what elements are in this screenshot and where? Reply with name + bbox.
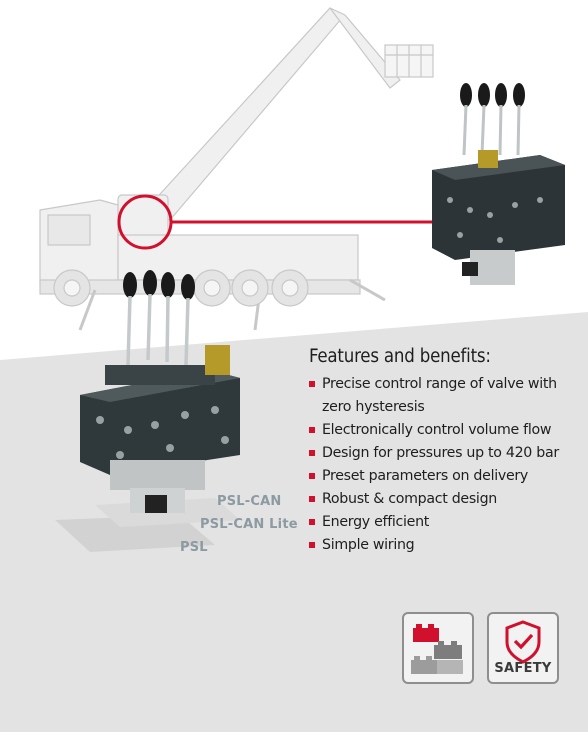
- crane-truck-image: [39, 7, 434, 331]
- features-title: Features and benefits:: [309, 346, 491, 367]
- feature-item: Precise control range of valve with zero…: [309, 373, 584, 419]
- building-blocks-icon: [411, 624, 463, 674]
- modular-badge: [402, 612, 474, 684]
- variant-label-psl: PSL: [180, 540, 208, 555]
- valve-block-small-image: [432, 83, 565, 285]
- variant-label-psl-can-lite: PSL-CAN Lite: [200, 517, 298, 532]
- safety-label: SAFETY: [494, 661, 552, 676]
- feature-item: Energy efficient: [309, 511, 584, 534]
- safety-badge: SAFETY: [487, 612, 559, 684]
- features-list: Precise control range of valve with zero…: [309, 373, 584, 557]
- feature-item: Electronically control volume flow: [309, 419, 584, 442]
- variant-label-psl-can: PSL-CAN: [217, 494, 282, 509]
- valve-block-large-image: [55, 270, 240, 552]
- features-section: Features and benefits: Precise control r…: [309, 346, 584, 557]
- feature-item: Simple wiring: [309, 534, 584, 557]
- feature-item: Preset parameters on delivery: [309, 465, 584, 488]
- feature-item: Design for pressures up to 420 bar: [309, 442, 584, 465]
- feature-item: Robust & compact design: [309, 488, 584, 511]
- shield-check-icon: [505, 620, 541, 664]
- highlight-connector: [117, 194, 445, 250]
